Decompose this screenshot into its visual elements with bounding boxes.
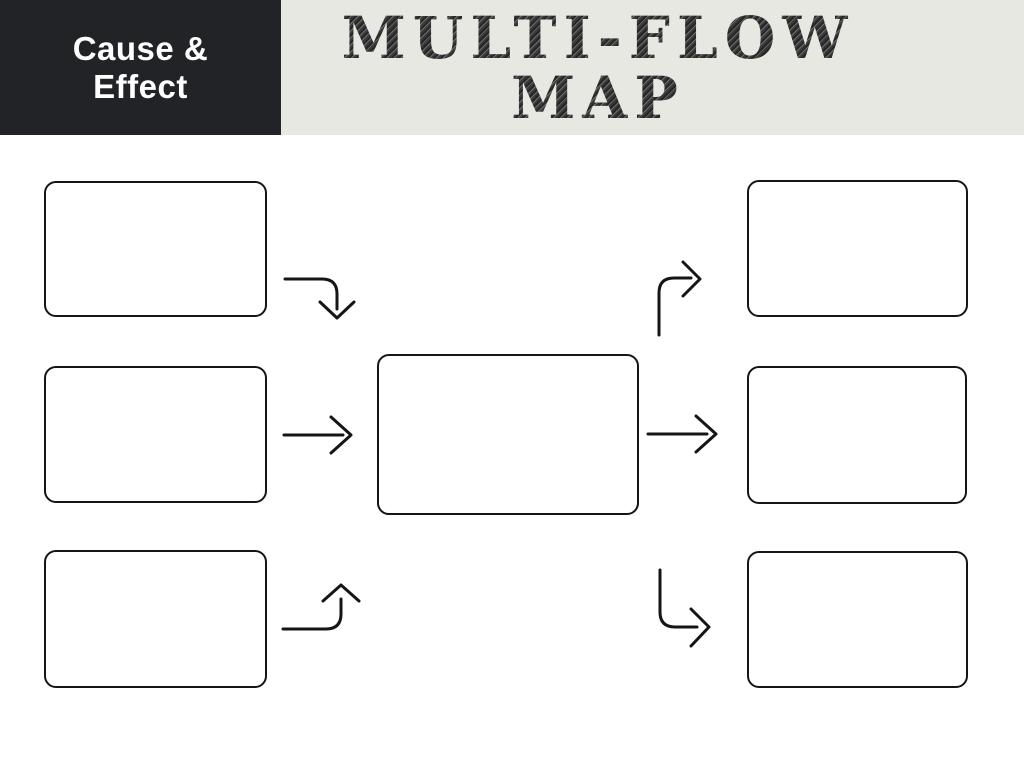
map-title-line1: MULTI-FLOW bbox=[341, 4, 855, 72]
effect-box-1[interactable] bbox=[747, 180, 968, 317]
cause-effect-badge: Cause & Effect bbox=[0, 0, 281, 135]
badge-line1: Cause & bbox=[72, 29, 209, 67]
effect-box-2[interactable] bbox=[747, 366, 967, 504]
cause-box-2[interactable] bbox=[44, 366, 267, 503]
arrow-event-to-effect3 bbox=[658, 568, 711, 648]
cause-box-3[interactable] bbox=[44, 550, 267, 688]
event-box[interactable] bbox=[377, 354, 639, 515]
map-title-line2: MAP bbox=[511, 64, 685, 132]
cause-box-1[interactable] bbox=[44, 181, 267, 317]
arrow-cause1-to-event bbox=[283, 277, 356, 320]
effect-box-3[interactable] bbox=[747, 551, 968, 688]
arrow-cause3-to-event bbox=[281, 583, 361, 631]
arrow-cause2-to-event bbox=[282, 415, 353, 455]
arrow-event-to-effect2 bbox=[646, 414, 718, 454]
arrow-event-to-effect1 bbox=[657, 260, 702, 337]
badge-line2: Effect bbox=[93, 67, 188, 105]
map-title: MULTI-FLOW MAP bbox=[342, 8, 855, 128]
